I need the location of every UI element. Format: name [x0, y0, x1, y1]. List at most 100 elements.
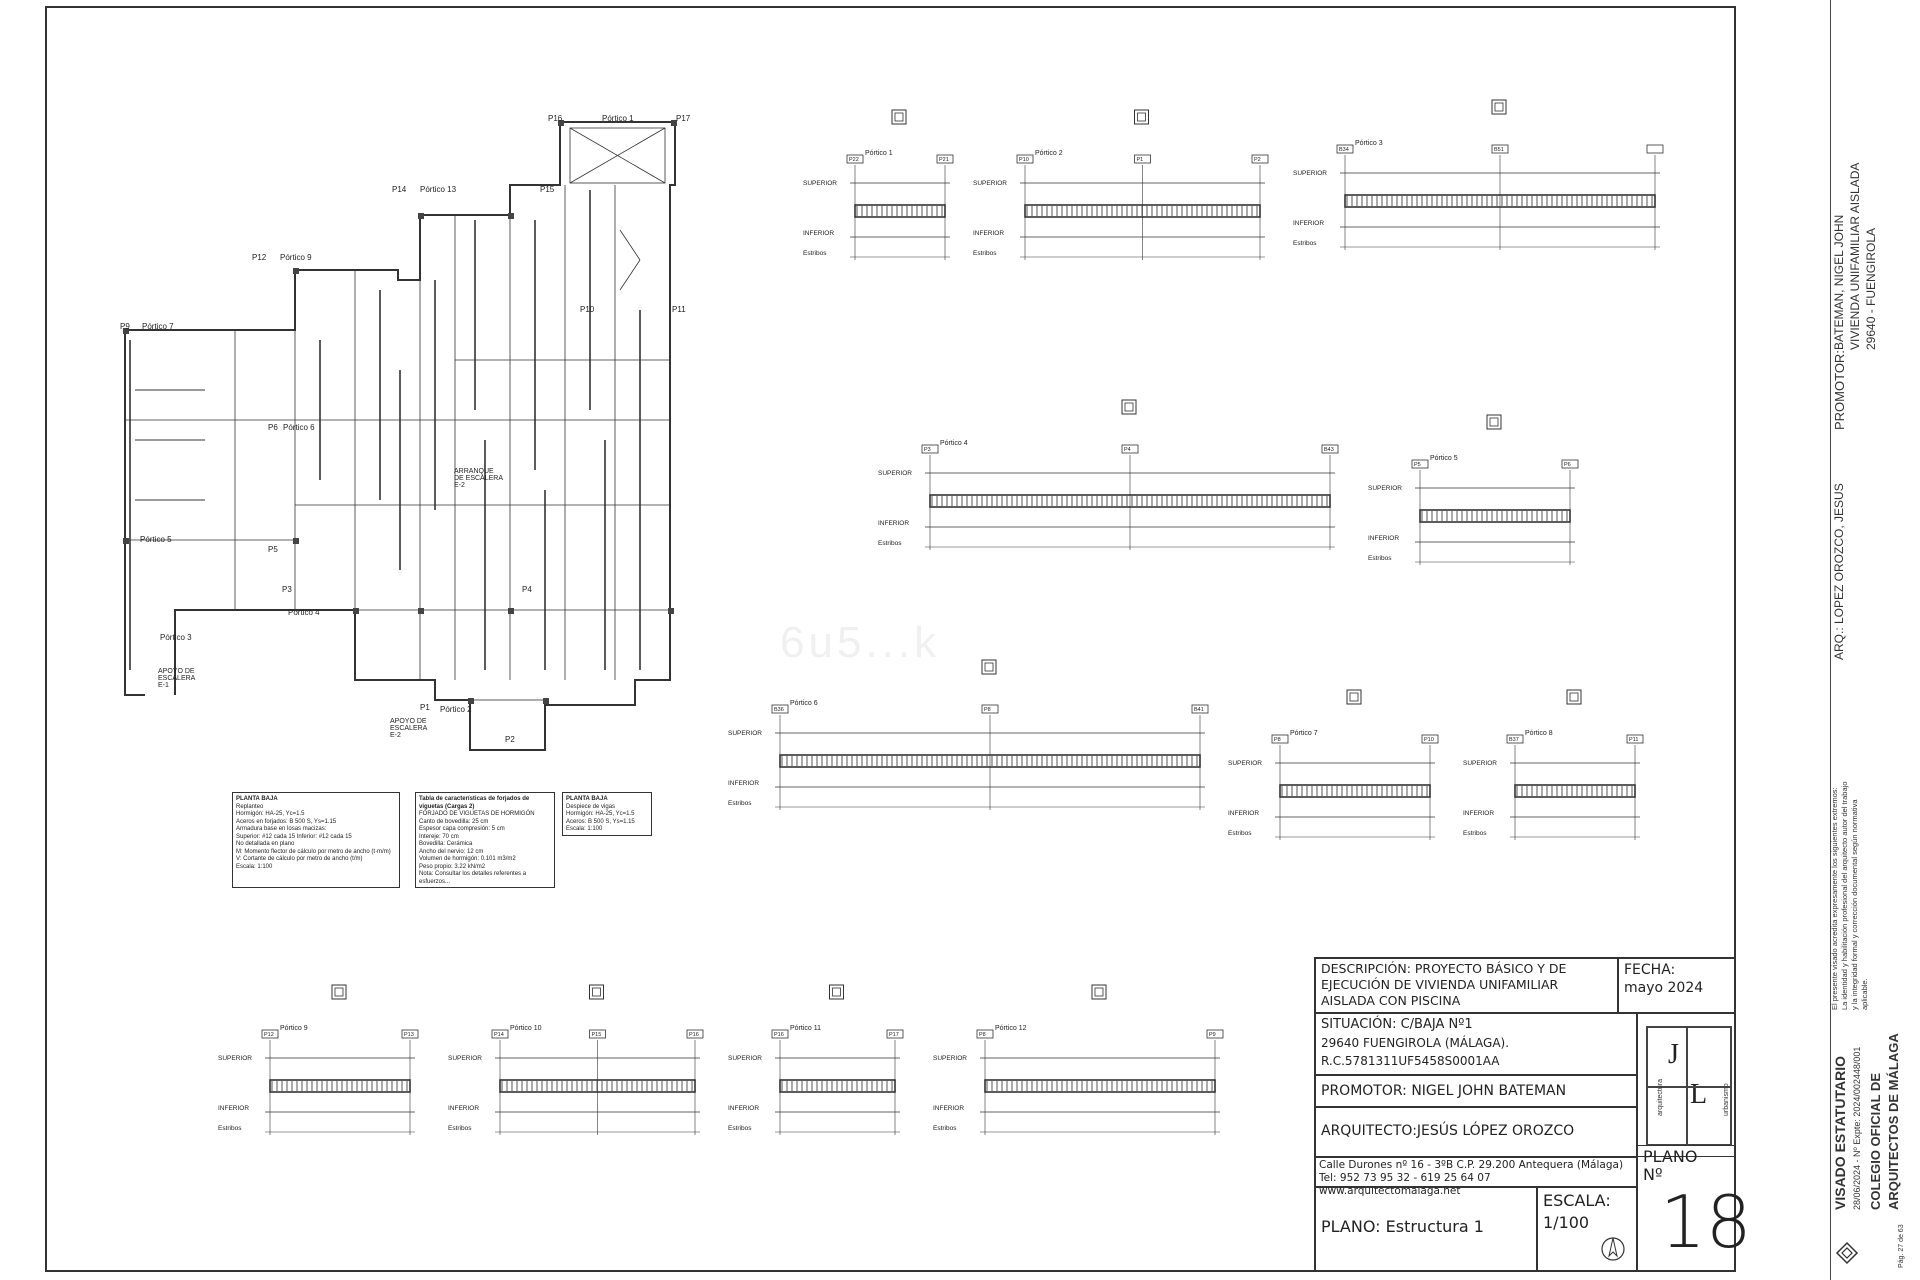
portico-title: Pórtico 3: [1355, 140, 1383, 147]
rebar-row-label: SUPERIOR: [803, 180, 837, 187]
legend-line: Aceros en forjados: B 500 S, Ys=1.15: [236, 818, 337, 825]
section-icon: [334, 987, 344, 997]
rebar-row-label: INFERIOR: [728, 1105, 759, 1112]
plan-label: Pórtico 1: [602, 114, 634, 123]
rebar-row-label: SUPERIOR: [728, 1055, 762, 1062]
legend-line: Nota: Consultar los detalles referentes …: [419, 871, 527, 885]
legend-line: Hormigón: HA-25, Yc=1.5: [566, 811, 635, 817]
situacion-line: R.C.5781311UF5458S0001AA: [1321, 1054, 1500, 1068]
legend-line: FORJADO DE VIGUETAS DE HORMIGÓN: [419, 811, 535, 817]
rebar-row-label: SUPERIOR: [218, 1055, 252, 1062]
support-tag: [1191, 704, 1209, 714]
plan-label: P14: [392, 185, 407, 194]
margin-visado-line: 28/06/2024 - Nº Expte: 2024/002448/001: [1852, 1046, 1862, 1210]
logo: J L arquitectura urbanismo: [1646, 1026, 1732, 1146]
address-text: Calle Durones nº 16 - 3ºB C.P. 29.200 An…: [1319, 1159, 1624, 1171]
rebar-row-label: SUPERIOR: [878, 470, 912, 477]
situacion-line: SITUACIÓN: C/BAJA Nº1: [1321, 1017, 1473, 1032]
plan-label: P2: [505, 735, 515, 744]
logo-divider: [1648, 1086, 1730, 1088]
margin-promotor-line: VIVIENDA UNIFAMILIAR AISLADA: [1848, 162, 1862, 350]
rebar-row-label: Estribos: [448, 1125, 472, 1132]
legend-forjados-table: Tabla de características de forjados de …: [415, 792, 555, 888]
support-tag: [1626, 734, 1644, 744]
logo-side-text: urbanismo: [1723, 1083, 1730, 1116]
arquitecto-cell: ARQUITECTO:JESÚS LÓPEZ OROZCO: [1315, 1107, 1637, 1157]
portico-title: Pórtico 4: [940, 440, 968, 447]
margin-arquitecto: ARQ.: LOPEZ OROZCO, JESUS: [1832, 483, 1846, 660]
support-label: P16: [774, 1032, 784, 1038]
rebar-row-label: INFERIOR: [803, 230, 834, 237]
plan-label: P11: [672, 305, 686, 314]
fecha-value: mayo 2024: [1624, 980, 1704, 996]
plan-label: Pórtico 3: [160, 633, 192, 642]
legend-line: Canto de bovedilla: 25 cm: [419, 818, 489, 825]
support-tag: [1646, 144, 1664, 154]
support-label: P2: [1254, 157, 1261, 163]
portico-title: Pórtico 1: [865, 150, 893, 157]
section-icon: [1494, 102, 1504, 112]
legend-line: Escala: 1:100: [566, 826, 603, 832]
plan-label: ARRANQUE DE ESCALERA E-2: [454, 468, 503, 489]
logo-cell: J L arquitectura urbanismo: [1637, 1013, 1735, 1157]
support-tag: [1321, 444, 1339, 454]
rebar-row-label: Estribos: [1293, 240, 1317, 247]
support-label: B41: [1194, 707, 1204, 713]
escala-label: ESCALA:: [1543, 1191, 1611, 1210]
legend-line: Intereje: 70 cm: [419, 833, 459, 840]
plan-label: P5: [268, 545, 278, 554]
support-label: P17: [889, 1032, 899, 1038]
rebar-row-label: Estribos: [933, 1125, 957, 1132]
support-tag: [491, 1029, 509, 1039]
legend-line: M: Momento flector de cálculo por metro …: [236, 848, 391, 855]
support-tag: [686, 1029, 704, 1039]
rebar-row-label: Estribos: [728, 1125, 752, 1132]
legend-line: Aceros: B 500 S, Ys=1.15: [566, 818, 635, 825]
situacion-line: 29640 FUENGIROLA (MÁLAGA).: [1321, 1036, 1510, 1050]
support-label: B36: [774, 707, 784, 713]
support-tag: [771, 1029, 789, 1039]
support-tag: [886, 1029, 904, 1039]
support-label: P14: [494, 1032, 504, 1038]
beam-body: [1279, 784, 1431, 798]
situacion-cell: SITUACIÓN: C/BAJA Nº1 29640 FUENGIROLA (…: [1315, 1013, 1637, 1075]
section-icon: [1569, 692, 1579, 702]
support-label: P8: [979, 1032, 986, 1038]
section-icon: [1566, 689, 1582, 705]
support-label: P5: [1414, 462, 1421, 468]
arquitecto-text: ARQUITECTO:JESÚS LÓPEZ OROZCO: [1321, 1123, 1575, 1139]
rebar-row-label: SUPERIOR: [1368, 485, 1402, 492]
colegio-logo-icon: [1835, 1241, 1859, 1265]
title-block: DESCRIPCIÓN: PROYECTO BÁSICO Y DE EJECUC…: [1314, 957, 1752, 1272]
support-tag: [1491, 144, 1509, 154]
support-tag: [261, 1029, 279, 1039]
section-icon: [1137, 112, 1146, 122]
support-label: B34: [1339, 147, 1349, 153]
section-icon: [832, 987, 841, 997]
rebar-row-label: INFERIOR: [973, 230, 1004, 237]
support-label: B37: [1509, 737, 1519, 743]
support-tag: [1561, 459, 1579, 469]
rebar-row-label: SUPERIOR: [973, 180, 1007, 187]
legend-line: Superior: #12 cada 15 Inferior: #12 cada…: [236, 833, 352, 840]
section-icon: [894, 112, 904, 122]
plan-label: Pórtico 13: [420, 185, 457, 194]
section-icon: [984, 662, 994, 672]
margin-promotor-line: 29640 - FUENGIROLA: [1864, 227, 1878, 350]
floor-plan: [123, 120, 677, 751]
support-tag: [771, 704, 789, 714]
support-tag: [1251, 154, 1269, 164]
plan-label: Pórtico 6: [283, 423, 315, 432]
rebar-row-label: SUPERIOR: [728, 730, 762, 737]
address-cell: Calle Durones nº 16 - 3ºB C.P. 29.200 An…: [1315, 1157, 1637, 1197]
rebar-row-label: INFERIOR: [1228, 810, 1259, 817]
support-label: P1: [1137, 157, 1144, 163]
margin-promotor-label: PROMOTOR:: [1832, 350, 1847, 430]
rebar-row-label: INFERIOR: [878, 520, 909, 527]
support-tag: [1271, 734, 1289, 744]
support-tag: [981, 704, 999, 714]
portico-title: Pórtico 8: [1525, 730, 1553, 737]
rebar-row-label: Estribos: [728, 800, 752, 807]
rebar-row-label: Estribos: [973, 250, 997, 257]
